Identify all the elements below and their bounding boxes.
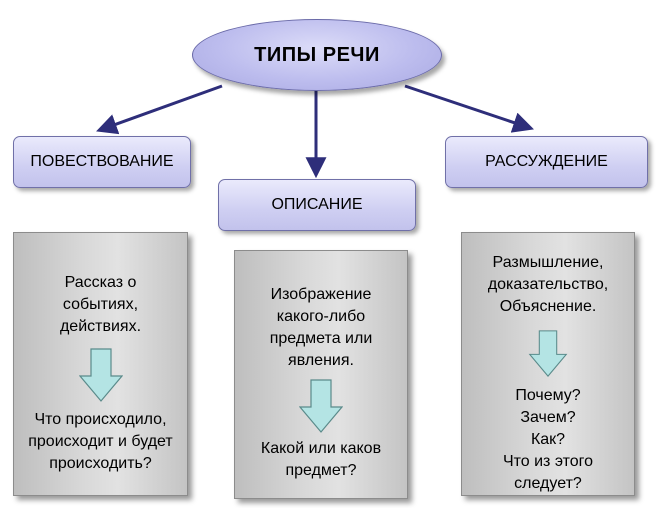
questions-narration: Что происходило, происходит и будет прои…	[28, 409, 173, 475]
questions-reasoning: Почему? Зачем? Как? Что из этого следует…	[503, 385, 593, 495]
definition-line: Размышление,	[492, 254, 604, 271]
column-description: Изображение какого-либо предмета или явл…	[234, 250, 408, 499]
question-line: Почему?	[515, 387, 581, 404]
type-label-narration: ПОВЕСТВОВАНИЕ	[30, 153, 174, 170]
definition-line: событиях,	[62, 296, 139, 313]
question-line: Что из этого	[502, 453, 594, 470]
down-arrow-icon	[78, 348, 123, 402]
definition-line: действиях.	[59, 318, 142, 335]
type-box-narration: ПОВЕСТВОВАНИЕ	[13, 136, 191, 188]
questions-description: Какой или каков предмет?	[261, 438, 381, 482]
type-box-description: ОПИСАНИЕ	[218, 179, 416, 231]
question-line: предмет?	[285, 462, 357, 479]
question-line: происходить?	[49, 455, 152, 472]
question-line: Что происходило,	[34, 411, 167, 428]
question-line: Зачем?	[520, 409, 576, 426]
root-ellipse: ТИПЫ РЕЧИ	[192, 19, 442, 91]
definition-reasoning: Размышление, доказательство, Объяснение.	[488, 252, 608, 318]
column-narration: Рассказ о событиях, действиях. Что проис…	[13, 232, 188, 496]
question-line: Как?	[530, 431, 566, 448]
definition-line: какого-либо	[276, 308, 366, 325]
question-line: происходит и будет	[28, 433, 173, 450]
question-line: следует?	[514, 475, 582, 492]
definition-line: доказательство,	[487, 276, 609, 293]
column-reasoning: Размышление, доказательство, Объяснение.…	[461, 232, 635, 496]
type-box-reasoning: РАССУЖДЕНИЕ	[445, 136, 648, 188]
definition-narration: Рассказ о событиях, действиях.	[60, 272, 141, 338]
definition-line: Рассказ о	[64, 274, 137, 291]
down-arrow-icon	[299, 379, 343, 433]
definition-line: явления.	[288, 352, 354, 369]
down-arrow-icon	[528, 330, 568, 377]
definition-line: предмета или	[269, 330, 373, 347]
definition-line: Объяснение.	[499, 298, 597, 315]
definition-description: Изображение какого-либо предмета или явл…	[270, 284, 373, 372]
type-label-description: ОПИСАНИЕ	[271, 196, 363, 213]
question-line: Какой или каков	[260, 440, 382, 457]
connector-arrow-right	[404, 84, 534, 133]
type-label-reasoning: РАССУЖДЕНИЕ	[485, 153, 608, 170]
connector-arrow-left	[96, 84, 223, 135]
definition-line: Изображение	[270, 286, 372, 303]
root-title: ТИПЫ РЕЧИ	[254, 43, 380, 66]
